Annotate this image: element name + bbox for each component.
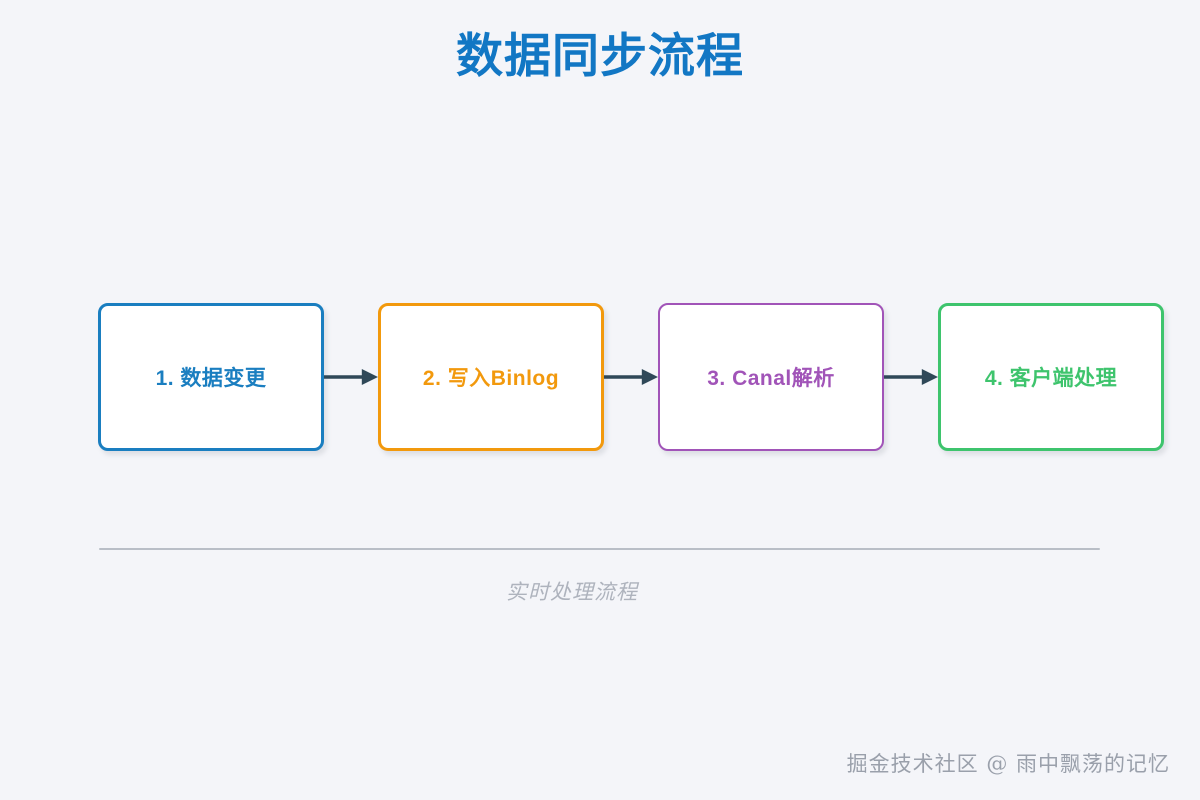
flow-node-data-change[interactable]: 1. 数据变更	[98, 303, 324, 451]
section-divider	[99, 548, 1100, 550]
arrow-right-icon	[324, 369, 378, 385]
flow-node-label: 3. Canal解析	[707, 367, 835, 390]
flow-node-label: 1. 数据变更	[155, 367, 267, 390]
flow-node-label: 4. 客户端处理	[984, 367, 1118, 390]
flow-node-canal-parse[interactable]: 3. Canal解析	[658, 303, 884, 451]
flow-node-write-binlog[interactable]: 2. 写入Binlog	[378, 303, 604, 451]
diagram-caption: 实时处理流程	[506, 581, 638, 604]
watermark: 掘金技术社区 @ 雨中飘荡的记忆	[846, 752, 1170, 776]
flow-arrow-1	[324, 365, 378, 389]
flow-node-client-process[interactable]: 4. 客户端处理	[938, 303, 1164, 451]
flow-diagram: 1. 数据变更 2. 写入Binlog 3. Canal解析	[98, 303, 1164, 451]
page-title: 数据同步流程	[456, 29, 744, 82]
flow-node-label: 2. 写入Binlog	[422, 367, 560, 390]
flow-arrow-2	[604, 365, 658, 389]
flow-arrow-3	[884, 365, 938, 389]
arrow-right-icon	[884, 369, 938, 385]
arrow-right-icon	[604, 369, 658, 385]
